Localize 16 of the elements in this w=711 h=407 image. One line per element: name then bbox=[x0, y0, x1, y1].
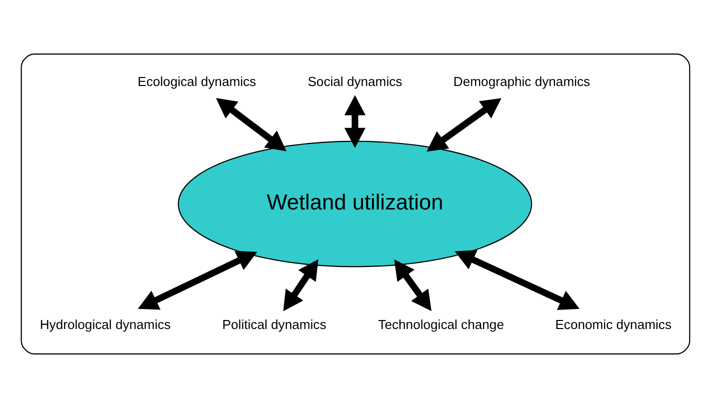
node-text: Demographic dynamics bbox=[453, 73, 590, 88]
node-text: Hydrological dynamics bbox=[40, 316, 171, 332]
arrow bbox=[283, 258, 318, 311]
node-ellipse: Wetland utilization bbox=[178, 140, 532, 267]
node-text: Ecological dynamics bbox=[138, 73, 256, 88]
arrow bbox=[344, 94, 366, 148]
arrow bbox=[454, 250, 580, 310]
node-text: Political dynamics bbox=[222, 316, 326, 332]
node-text: Social dynamics bbox=[308, 73, 402, 88]
cluster bbox=[20, 53, 690, 354]
arrow bbox=[426, 98, 502, 152]
arrow bbox=[216, 97, 286, 151]
arrow bbox=[138, 250, 258, 310]
node-text: Economic dynamics bbox=[555, 316, 672, 332]
node-text: Technological change bbox=[378, 316, 504, 332]
arrow bbox=[394, 258, 432, 311]
